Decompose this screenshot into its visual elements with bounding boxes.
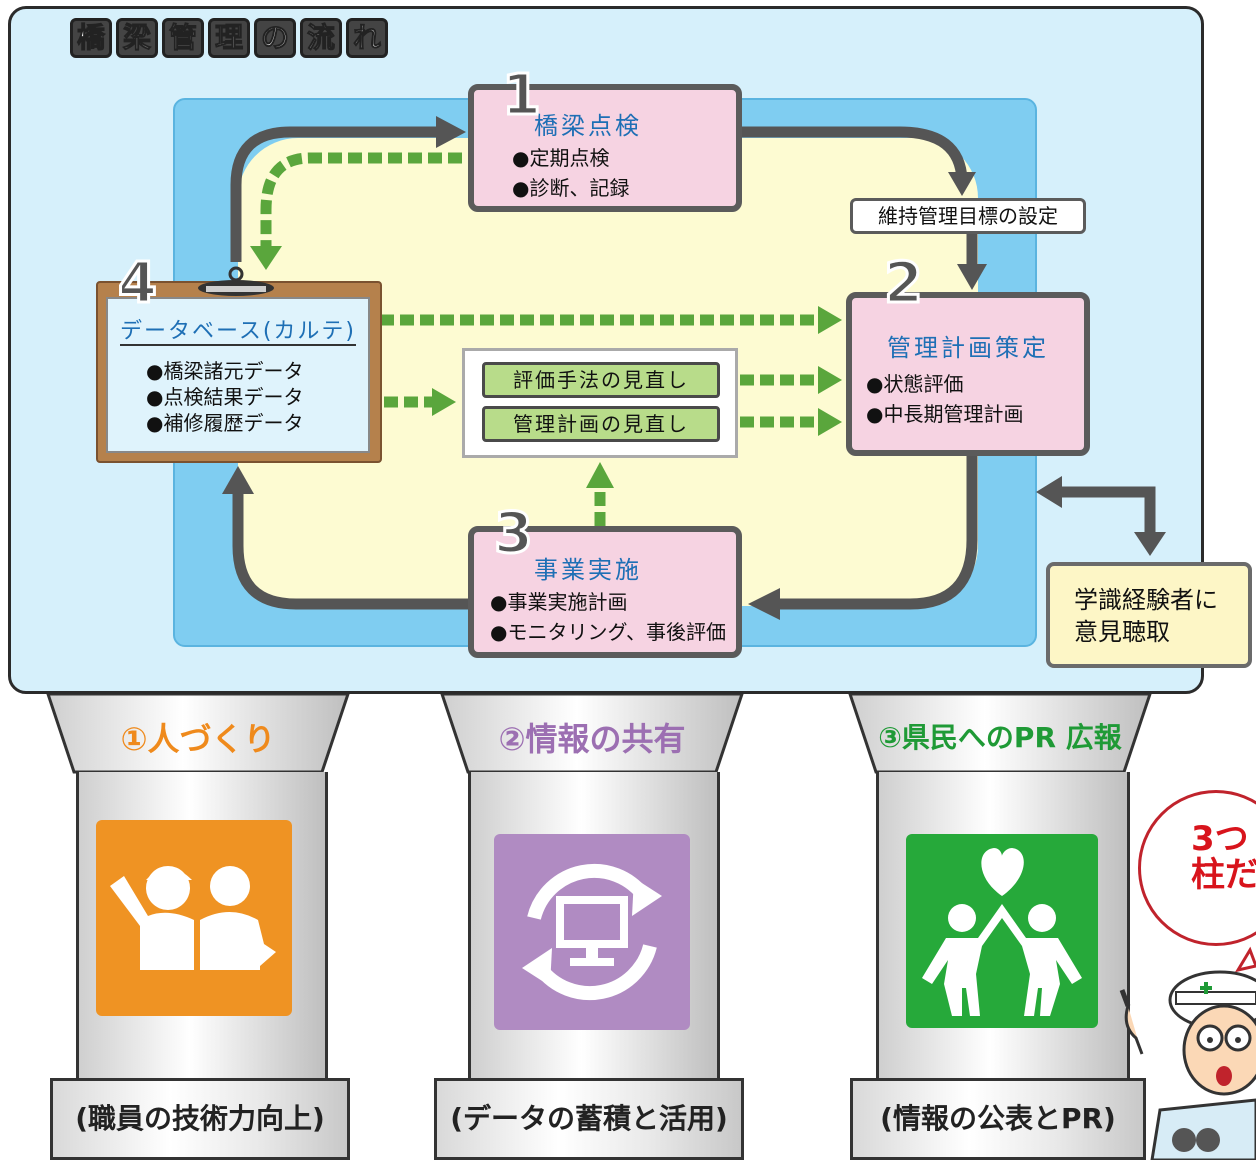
page-title: 橋 梁 管 理 の 流 れ	[70, 18, 388, 58]
step-2-item: ●状態評価	[866, 372, 964, 396]
arrow-4-to-1-head	[436, 116, 466, 148]
title-char: 管	[162, 18, 204, 58]
green-arrow-plan-to-2-head	[818, 408, 842, 436]
step-1-item: ●診断、記録	[512, 176, 630, 200]
green-arrow-method-to-2-head	[818, 366, 842, 394]
clip-icon	[198, 266, 274, 296]
title-char: の	[254, 18, 296, 58]
pillar-3-title: ③県民へのPR 広報	[878, 721, 1122, 754]
arrow-1-to-2-head	[948, 172, 976, 196]
pillar-3-base: (情報の公表とPR)	[850, 1078, 1146, 1160]
arrow-2-to-3-head	[748, 588, 780, 620]
speech-bubble: 3つ 柱だ	[1138, 790, 1256, 946]
green-arrow-4-to-2-head	[818, 306, 842, 334]
karte-divider	[120, 344, 356, 346]
expert-line-2: 意見聴取	[1074, 618, 1170, 646]
title-char: 流	[300, 18, 342, 58]
step-4-item: ●点検結果データ	[146, 385, 304, 409]
step-4-title: データベース(カルテ)	[119, 319, 357, 344]
step-3-title: 事業実施	[534, 556, 642, 584]
title-char: 梁	[116, 18, 158, 58]
title-char: 理	[208, 18, 250, 58]
speech-text: 3つ 柱だ	[1191, 821, 1256, 893]
step-4-number: 4	[117, 251, 159, 316]
green-arrow-4-to-review-head	[432, 388, 456, 416]
green-arrow-1-to-4	[260, 152, 462, 250]
step-2-title: 管理計画策定	[887, 334, 1049, 362]
arrow-expert-head-down	[1134, 532, 1166, 556]
pillar-1-base: (職員の技術力向上)	[50, 1078, 350, 1160]
step-1-number: 1	[501, 63, 543, 128]
pillar-2-base: (データの蓄積と活用)	[434, 1078, 744, 1160]
expert-opinion-box: 学識経験者に 意見聴取	[1046, 562, 1252, 668]
speech-line-2: 柱だ	[1191, 855, 1256, 895]
step-2-management-plan: 管理計画策定 ●状態評価 ●中長期管理計画	[846, 292, 1090, 456]
engineer-character-icon	[1119, 946, 1256, 1160]
arrow-target-to-2-head	[957, 264, 987, 290]
step-1-bridge-inspection: 橋梁点検 ●定期点検 ●診断、記録	[468, 84, 742, 212]
database-sheet: データベース(カルテ) ●橋梁諸元データ ●点検結果データ ●補修履歴データ	[106, 297, 370, 453]
arrow-4-to-1	[230, 126, 440, 262]
review-method-tag: 評価手法の見直し	[482, 362, 720, 398]
green-arrow-3-to-review-head	[586, 462, 614, 488]
step-2-number: 2	[883, 251, 925, 316]
step-3-item: ●モニタリング、事後評価	[490, 620, 727, 644]
step-3-number: 3	[493, 501, 535, 566]
step-1-title: 橋梁点検	[534, 112, 642, 140]
pillar-2-title: ②情報の共有	[498, 720, 686, 758]
heart-people-icon	[906, 834, 1098, 1028]
arrow-1-to-2	[740, 126, 968, 181]
title-char: れ	[346, 18, 388, 58]
flow-arrows	[222, 116, 1166, 620]
step-4-item: ●補修履歴データ	[146, 411, 304, 435]
step-3-item: ●事業実施計画	[490, 590, 628, 614]
step-1-item: ●定期点検	[512, 146, 610, 170]
arrow-expert	[1058, 486, 1156, 536]
step-2-item: ●中長期管理計画	[866, 402, 1024, 426]
step-4-item: ●橋梁諸元データ	[146, 359, 304, 383]
workers-icon	[96, 820, 292, 1016]
data-cycle-icon	[494, 834, 690, 1030]
step-3-implementation: 事業実施 ●事業実施計画 ●モニタリング、事後評価	[468, 526, 742, 658]
arrow-expert-head-left	[1036, 476, 1062, 508]
arrow-2-to-3	[776, 456, 978, 610]
expert-line-1: 学識経験者に	[1074, 586, 1218, 614]
title-char: 橋	[70, 18, 112, 58]
review-plan-tag: 管理計画の見直し	[482, 406, 720, 442]
pillar-1-title: ①人づくり	[120, 720, 276, 758]
arrow-3-to-4-head	[222, 466, 254, 494]
green-arrow-1-to-4-head	[250, 246, 282, 270]
speech-line-1: 3つ	[1191, 819, 1249, 859]
target-setting-label: 維持管理目標の設定	[850, 198, 1086, 234]
arrow-3-to-4	[232, 492, 470, 610]
